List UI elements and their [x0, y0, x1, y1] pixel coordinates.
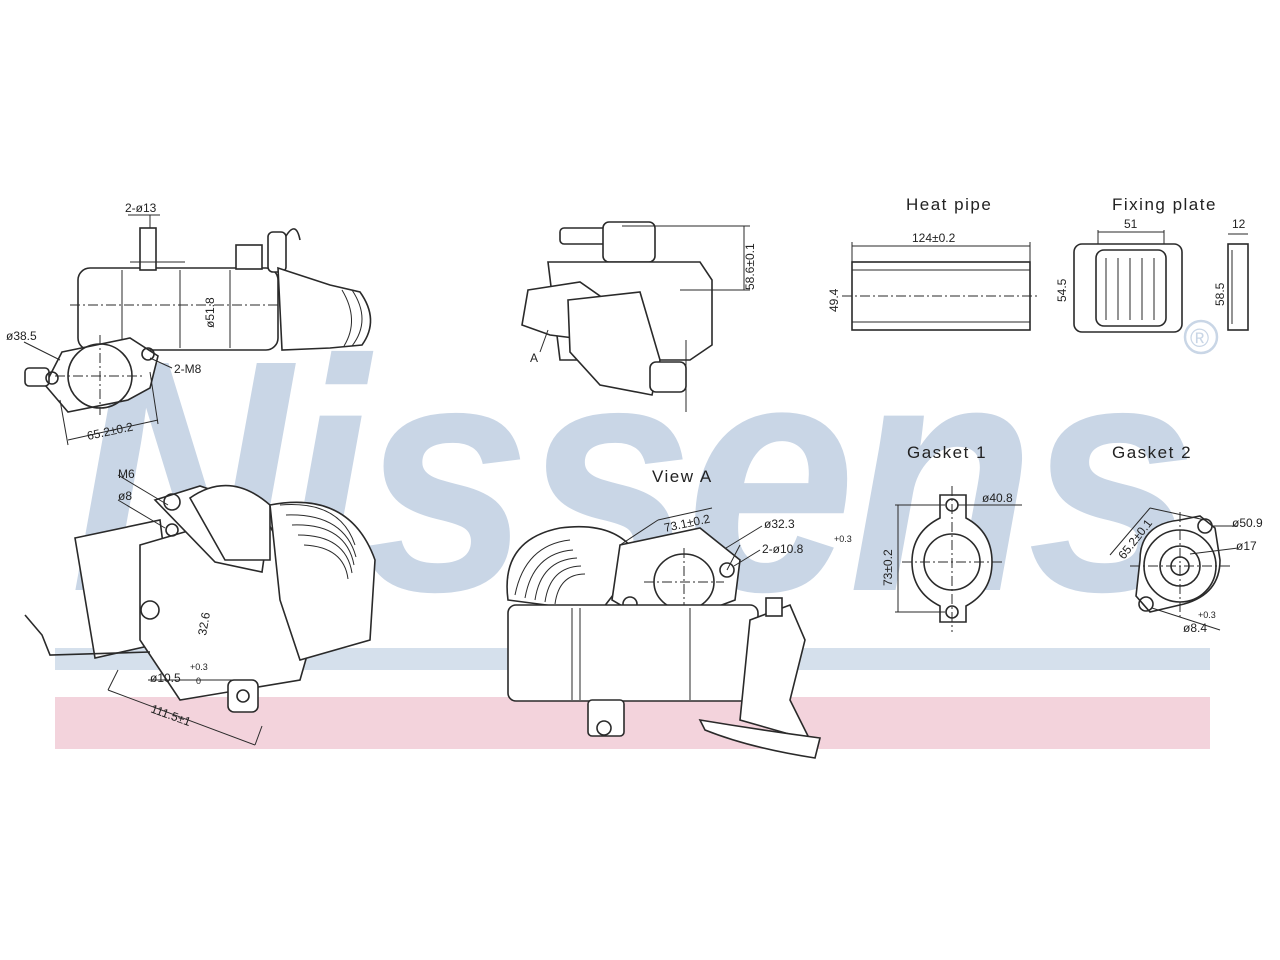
dim-d40-8: ø40.8: [982, 491, 1013, 505]
dim-2-d10-8-tol: +0.3: [834, 534, 852, 544]
gasket-1-title: Gasket 1: [907, 443, 987, 462]
dim-d10-5: ø10.5: [150, 671, 181, 685]
fixing-plate: Fixing plate 51 54.5 12 58.5: [1055, 195, 1249, 333]
dim-58-5: 58.5: [1213, 282, 1227, 306]
dim-2-m8: 2-M8: [174, 362, 202, 376]
gasket-1: Gasket 1 ø40.8 73±0.2: [881, 443, 1022, 632]
dim-124: 124±0.2: [912, 231, 956, 245]
heat-pipe-title: Heat pipe: [906, 195, 992, 214]
dim-d10-5-tol: +0.3: [190, 662, 208, 672]
view-a: View A 73.1±0.2 ø32.3 2-ø10.8 +0.3: [506, 467, 852, 759]
dim-d50-9: ø50.9: [1232, 516, 1263, 530]
dim-12: 12: [1232, 217, 1246, 231]
dim-d10-5-tol2: 0: [196, 676, 201, 686]
dim-49-4: 49.4: [827, 288, 841, 312]
dim-2-d10-8: 2-ø10.8: [762, 542, 804, 556]
dim-32-6: 32.6: [195, 611, 213, 637]
assembly-bottom-left: M6 ø8 32.6 ø10.5 +0.3 0 111.5±1: [24, 467, 376, 746]
gasket-2: Gasket 2 65.2±0.1 ø50.9 ø17 ø8.4 +0.3: [1109, 443, 1263, 635]
view-marker-a: A: [530, 351, 538, 365]
dim-54-5: 54.5: [1055, 278, 1069, 302]
dim-d8: ø8: [118, 489, 132, 503]
dim-m6: M6: [118, 467, 135, 481]
registered-mark: ®: [1190, 323, 1209, 353]
dim-51: 51: [1124, 217, 1138, 231]
dim-d32-3: ø32.3: [764, 517, 795, 531]
gasket-2-title: Gasket 2: [1112, 443, 1192, 462]
dim-73: 73±0.2: [881, 549, 895, 586]
dim-d8-4: ø8.4: [1183, 621, 1207, 635]
cooler-side-view: 2-ø13 ø51.8 ø38.5 2-M8 65.2±0.2: [6, 201, 372, 446]
dim-d17: ø17: [1236, 539, 1257, 553]
view-a-title: View A: [652, 467, 713, 486]
dim-d8-4-tol: +0.3: [1198, 610, 1216, 620]
assembly-top-view: 58.6±0.1 A: [521, 221, 757, 412]
dim-2-d13: 2-ø13: [125, 201, 157, 215]
heat-pipe: Heat pipe 124±0.2 49.4: [827, 195, 1040, 331]
registered-mark-circle: [1183, 319, 1219, 355]
dim-d51-8: ø51.8: [203, 297, 217, 328]
dim-d38-5: ø38.5: [6, 329, 37, 343]
dim-58-6: 58.6±0.1: [743, 243, 757, 290]
fixing-plate-title: Fixing plate: [1112, 195, 1217, 214]
